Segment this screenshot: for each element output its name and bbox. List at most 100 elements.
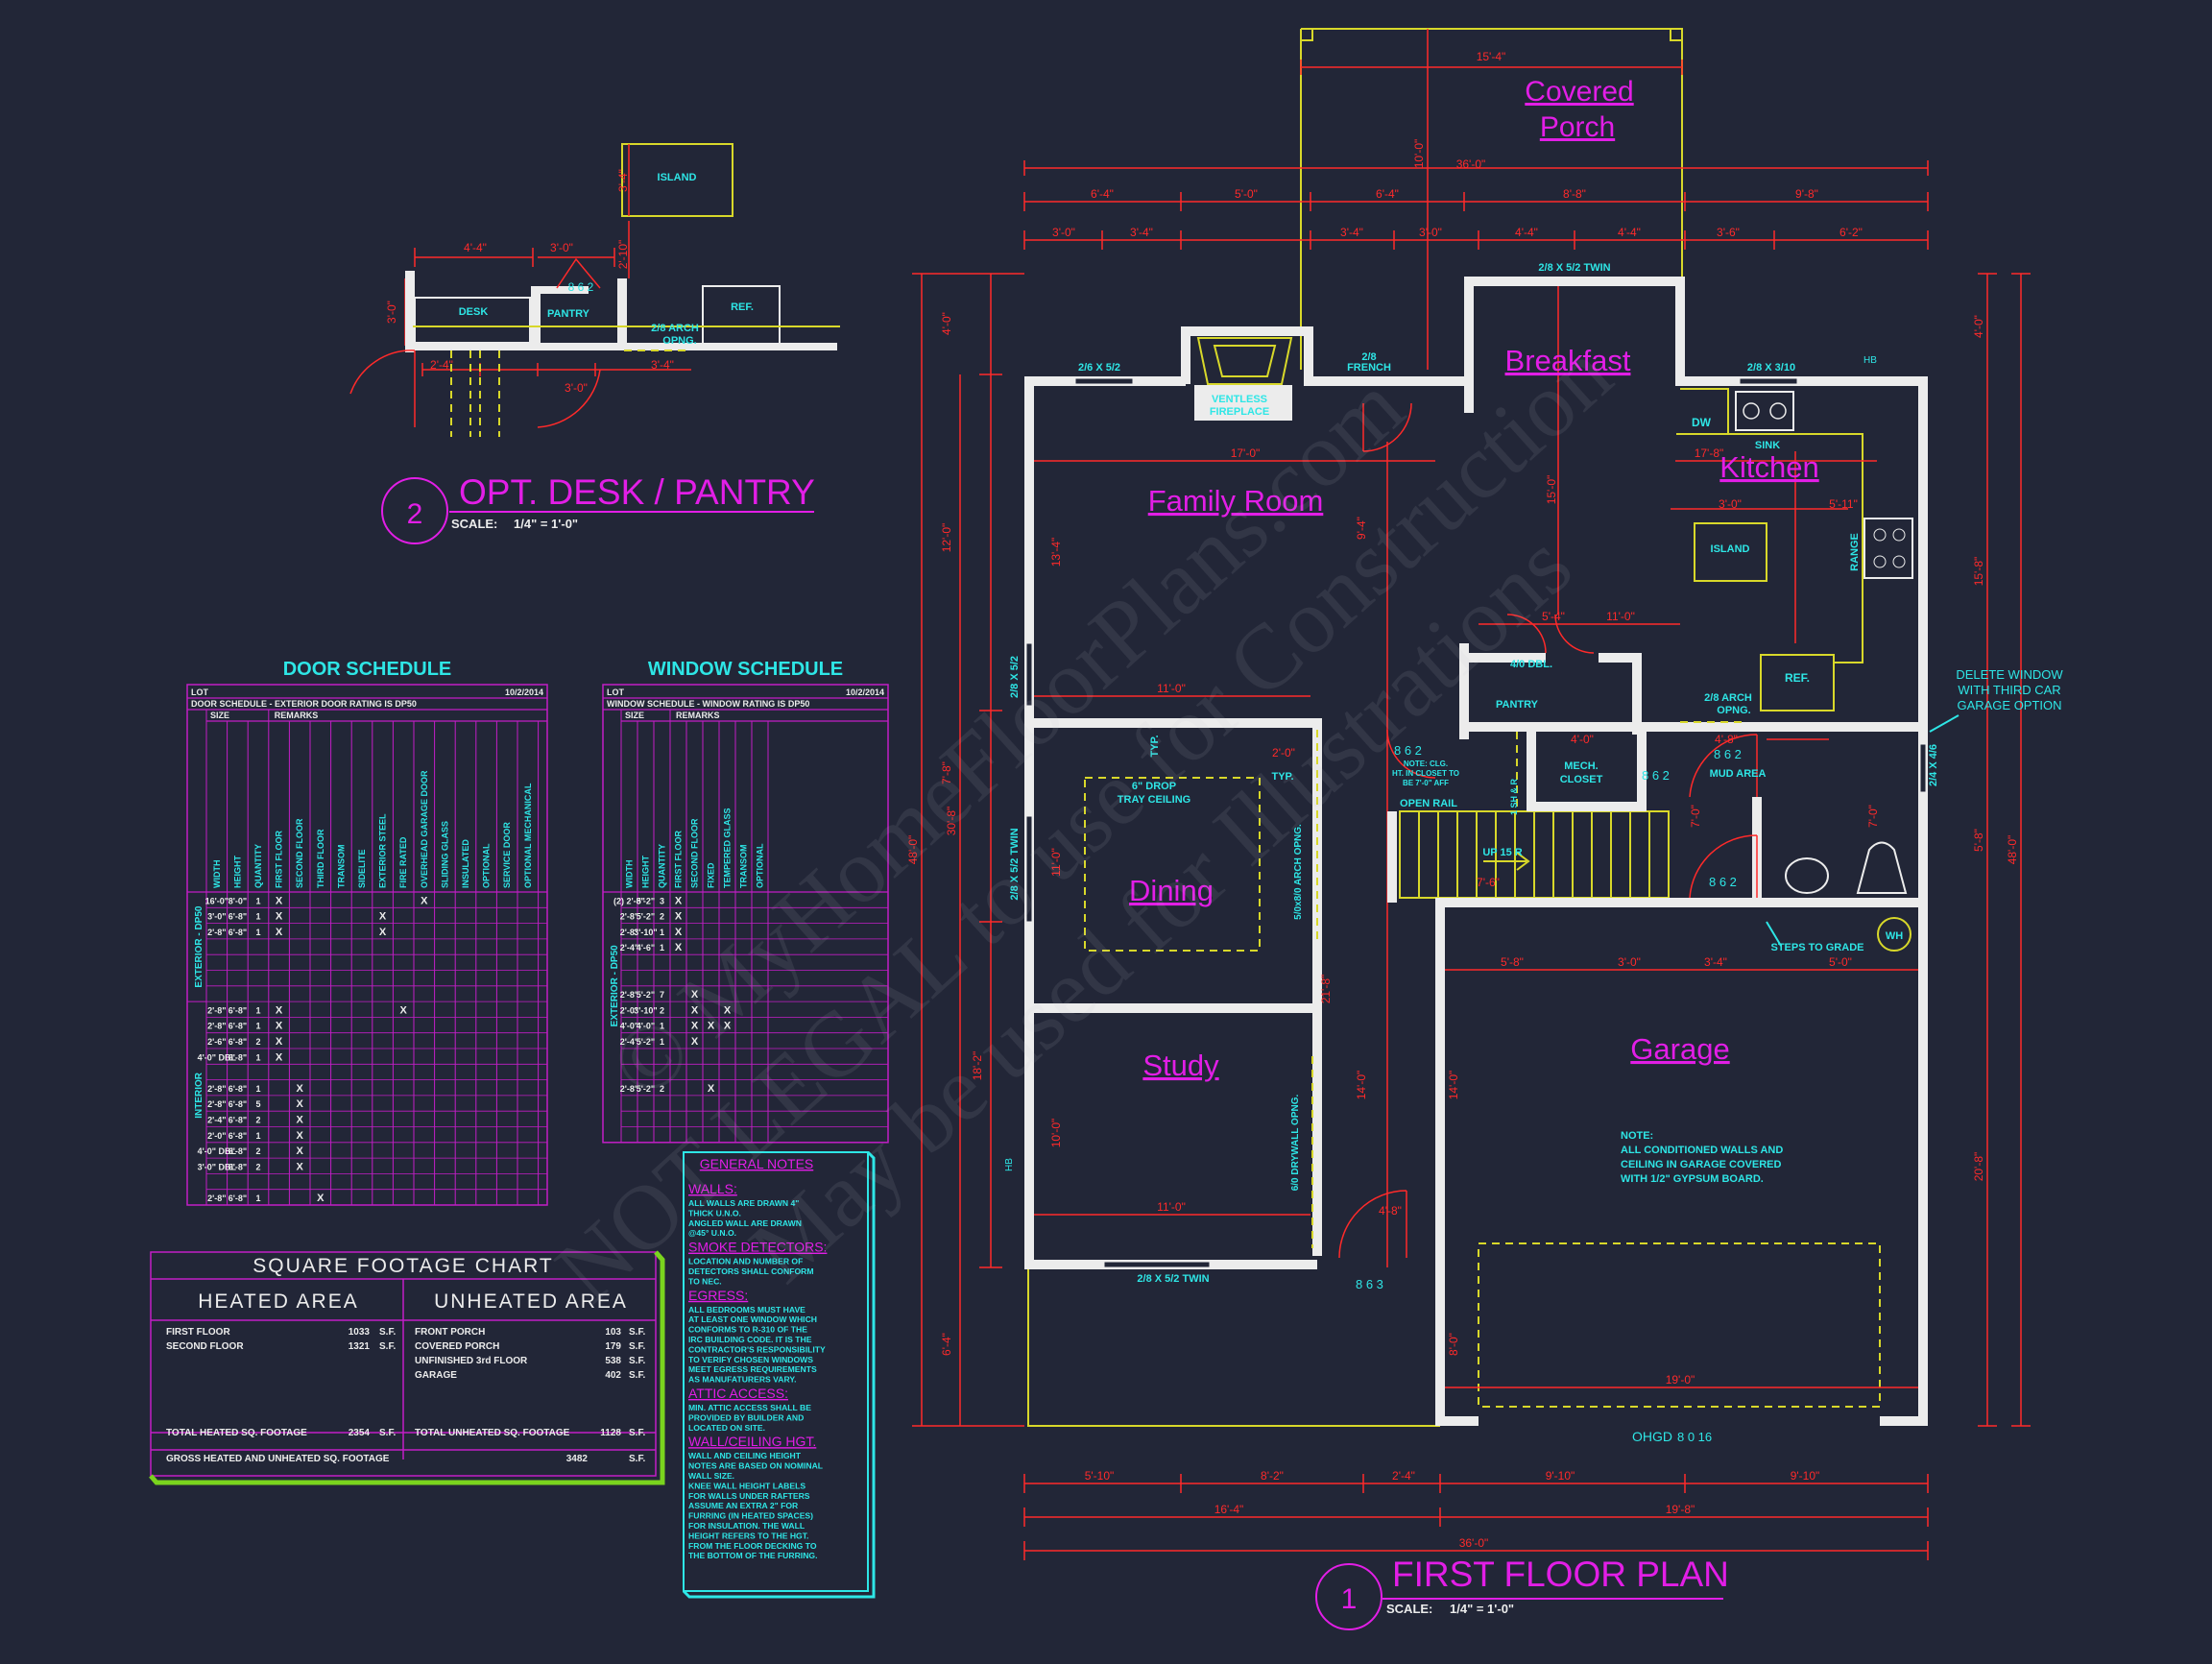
schedule-cell: 2'-4": [207, 1116, 226, 1125]
sqft-unheated-value: 179: [605, 1341, 621, 1352]
opt-door-swing-right: [537, 369, 601, 428]
label-french-1: 2/8: [1361, 351, 1376, 363]
schedule-col-9: FIRE RATED: [398, 836, 408, 888]
sqft-gross-unit: S.F.: [629, 1454, 645, 1464]
sqft-unheated-label: GARAGE: [415, 1370, 457, 1381]
dim-kitchen-a-text: 3'-0": [1719, 497, 1742, 511]
label-hose-bib-left: HB: [1004, 1158, 1015, 1171]
label-sink: SINK: [1755, 440, 1780, 451]
schedule-cell: X: [691, 989, 699, 1001]
schedule-cell: 2: [255, 1037, 260, 1047]
schedule-col-6: TRANSOM: [336, 845, 346, 889]
opt-wall-pantry-top: [531, 286, 589, 294]
dim-garage-width-text: 19'-0": [1666, 1373, 1695, 1387]
island-block: [1694, 522, 1767, 582]
sqft-heated-unit: S.F.: [379, 1341, 396, 1352]
opt-wall-right: [617, 278, 627, 350]
label-typ-right: TYP.: [1271, 771, 1293, 783]
dim-bot2-0: 16'-4": [1214, 1503, 1244, 1516]
dim-r1-0: 6'-4": [1091, 187, 1114, 201]
label-breakfast-window: 2/8 X 5/2 TWIN: [1538, 262, 1610, 274]
dim-line-top-1: [1023, 192, 1929, 211]
schedule-cell: 2: [255, 1162, 260, 1171]
wall-dining-right: [1312, 718, 1322, 1256]
door-tag-hall: 8 6 2: [1394, 743, 1422, 758]
label-note-clg-1: NOTE: CLG.: [1404, 760, 1448, 768]
opt-label-arch-1: 2/8 ARCH: [651, 323, 699, 334]
dim-r2-3: 3'-0": [1419, 226, 1442, 239]
window-breakfast: [1509, 277, 1569, 285]
schedule-cell: 6'-8": [228, 1131, 247, 1141]
notes-line: @45° U.N.O.: [688, 1228, 736, 1238]
ref-block: [1760, 654, 1835, 711]
label-open-rail: OPEN RAIL: [1400, 798, 1457, 809]
dim-r1-3: 8'-8": [1563, 187, 1586, 201]
notes-frame: [683, 1151, 869, 1592]
stair-treads: [1418, 811, 1650, 898]
dim-garage-widths: [1440, 969, 1920, 1388]
notes-heading-3: ATTIC ACCESS:: [688, 1386, 788, 1401]
dim-misc-f: 8'-0": [1447, 1333, 1460, 1356]
schedule-date: 10/2/2014: [846, 687, 884, 697]
notes-line: WALL SIZE.: [688, 1471, 734, 1481]
sqft-heated-header: HEATED AREA: [198, 1290, 358, 1313]
label-ohgd: OHGD: [1632, 1429, 1672, 1444]
label-island: ISLAND: [1711, 543, 1750, 555]
schedule-subtitle: DOOR SCHEDULE - EXTERIOR DOOR RATING IS …: [191, 699, 417, 709]
notes-line: LOCATION AND NUMBER OF: [688, 1257, 803, 1266]
burner-4: [1892, 555, 1906, 568]
schedule-cell: 2'-6": [207, 1037, 226, 1047]
dim-misc-b: 4'-0": [1571, 733, 1594, 746]
label-drywall-opening: 6/0 DRYWALL OPNG.: [1290, 1094, 1301, 1191]
steps-leader: [1766, 921, 1782, 947]
schedule-col-4: SECOND FLOOR: [690, 818, 700, 888]
schedule-col-4: SECOND FLOOR: [295, 818, 304, 888]
schedule-col-14: SERVICE DOOR: [502, 822, 512, 888]
schedule-col-5: FIXED: [707, 862, 716, 888]
schedule-col-6: TEMPERED GLASS: [723, 808, 733, 888]
plan2-number: 2: [407, 498, 423, 530]
dim-garage-row-1: 3'-0": [1618, 955, 1641, 969]
dim-r2-4: 4'-4": [1515, 226, 1538, 239]
dim-r2-1: 3'-4": [1130, 226, 1153, 239]
front-stoop-outline: [1027, 1267, 1440, 1427]
kitchen-sink: [1735, 391, 1794, 431]
sink-bowl-right: [1769, 402, 1787, 420]
opt-label-pantry: PANTRY: [547, 308, 590, 320]
schedule-cell: 1: [255, 1005, 260, 1015]
wall-top-mid: [1304, 376, 1472, 386]
dim-line-porch: [1300, 60, 1683, 75]
sqft-grid: [151, 1278, 656, 1459]
wall-mech-right: [1637, 722, 1647, 808]
sqft-heated-unit: S.F.: [379, 1327, 396, 1338]
schedule-cell: X: [317, 1193, 325, 1204]
dim-bot1-1: 8'-2": [1261, 1469, 1284, 1483]
notes-line: MIN. ATTIC ACCESS SHALL BE: [688, 1403, 811, 1412]
dim-left-seg2-3: 18'-2": [971, 1051, 984, 1081]
window-dining-side: [1025, 815, 1033, 923]
plan2-bubble: [381, 477, 448, 544]
window-group-exterior: EXTERIOR - DP50: [610, 945, 620, 1026]
plan2-scale-label: SCALE:: [451, 517, 497, 531]
schedule-cell: 16'-0": [205, 896, 228, 905]
schedule-cell: X: [297, 1130, 304, 1142]
label-pantry: PANTRY: [1496, 699, 1539, 711]
toilet: [1856, 841, 1908, 894]
sqft-unheated-value: 538: [605, 1356, 621, 1366]
schedule-cell: 8'-0": [228, 896, 247, 905]
dim-r2-5: 4'-4": [1618, 226, 1641, 239]
label-dining-window: 2/8 X 5/2 TWIN: [1009, 828, 1021, 900]
notes-line: THE BOTTOM OF THE FURRING.: [688, 1551, 817, 1560]
schedule-cell: X: [276, 1036, 283, 1048]
notes-shadow: [682, 1150, 876, 1599]
schedule-size-header: SIZE: [625, 711, 644, 720]
dim-left-seg2-0: 13'-4": [1049, 538, 1063, 567]
schedule-cell: 6'-8": [228, 1084, 247, 1094]
door-tag-mud: 8 6 2: [1714, 747, 1742, 761]
dim-left-seg-2: 7'-8": [940, 761, 953, 784]
sqft-gross-value: 3482: [566, 1454, 589, 1464]
schedule-cell: X: [691, 1036, 699, 1048]
dim-misc-d: 7'-0": [1689, 805, 1702, 828]
wall-dining-top: [1024, 718, 1322, 728]
dim-left-seg2-2: 10'-0": [1049, 1119, 1063, 1148]
